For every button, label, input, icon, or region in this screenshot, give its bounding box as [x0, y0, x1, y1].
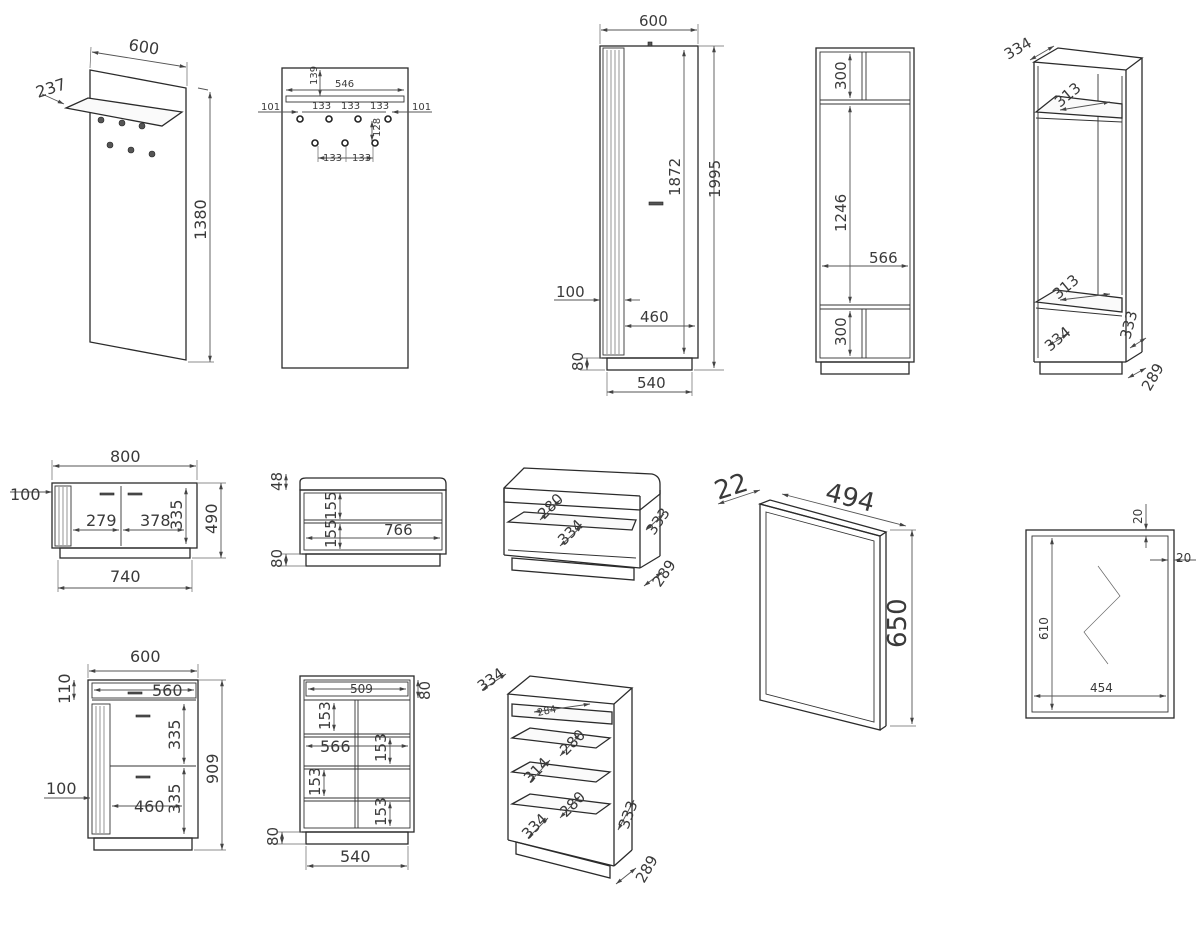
mirror-iso-height-label: 650: [883, 598, 913, 648]
cabinet-section-inner-label: 566: [320, 737, 351, 756]
mirror-iso-thickness-label: 22: [711, 468, 752, 507]
wardrobe-inner-top-label: 300: [832, 61, 850, 90]
cabinet-inner-label: 460: [134, 797, 165, 816]
cabinet-iso-drawer-label: 284: [536, 704, 557, 719]
bench-section-cushion-label: 48: [268, 472, 286, 491]
cabinet-slat-label: 100: [46, 779, 77, 798]
wardrobe-iso-drawing: 334 313 313 333 334 289: [1001, 34, 1168, 394]
wardrobe-plinth-label: 80: [569, 352, 587, 371]
wardrobe-inner-middle-label: 1246: [832, 194, 850, 232]
panel-iso-drawing: 600 237 1380: [33, 35, 214, 363]
cabinet-section-s4-label: 153: [372, 797, 390, 826]
bench-section-bottom-label: 155: [322, 519, 340, 548]
mirror-front-width-label: 454: [1090, 681, 1113, 695]
bench-section-drawing: 48 155 155 766 80: [268, 472, 447, 568]
bench-door-right-label: 378: [140, 511, 171, 530]
mirror-front-side-label: 20: [1176, 551, 1191, 565]
wardrobe-iso-bottom-label: 334: [1041, 323, 1075, 355]
cabinet-iso-shelf1-label: 280: [556, 726, 589, 759]
bench-front-drawing: 800 100 279 378 335 490 740: [10, 447, 226, 592]
wardrobe-iso-plinth-label: 289: [1138, 360, 1168, 394]
cabinet-iso-plinth-label: 289: [632, 852, 662, 886]
wardrobe-inner-width-label: 566: [869, 249, 898, 267]
panel-front-hooks: [296, 115, 392, 147]
wardrobe-inner-bottom-label: 300: [832, 317, 850, 346]
panel-front-top-label: 139: [309, 66, 320, 85]
cabinet-iso-shelf2-label: 314: [520, 754, 553, 787]
panel-front-margin-right-label: 101: [412, 102, 431, 113]
wardrobe-width-label: 600: [639, 12, 668, 30]
bench-height-label: 490: [202, 503, 221, 534]
cabinet-width-label: 600: [130, 647, 161, 666]
panel-front-gap-b-label: 133: [341, 101, 360, 112]
cabinet-section-base-label: 540: [340, 847, 371, 866]
bench-door-left-label: 279: [86, 511, 117, 530]
cabinet-section-drawer-h-label: 80: [416, 681, 434, 700]
cabinet-door-top-label: 335: [165, 719, 184, 750]
cabinet-section-drawer-w-label: 509: [350, 682, 373, 696]
bench-iso-drawing: 280 334 333 289: [503, 467, 680, 591]
mirror-iso-width-label: 494: [822, 478, 877, 519]
bench-width-label: 800: [110, 447, 141, 466]
cabinet-front-drawing: 600 110 560 335 335 909 100 460: [44, 647, 226, 851]
wardrobe-inner-label: 460: [640, 308, 669, 326]
panel-front-gap-bottom-b-label: 133: [352, 153, 371, 164]
panel-iso-width-label: 600: [127, 35, 160, 59]
wardrobe-height-label: 1995: [706, 160, 724, 198]
panel-iso-shelf-label: 237: [33, 74, 68, 102]
cabinet-height-label: 909: [203, 753, 222, 784]
bench-section-top-label: 155: [322, 491, 340, 520]
cabinet-section-plinth-label: 80: [264, 827, 282, 846]
panel-front-gap-c-label: 133: [370, 101, 389, 112]
panel-front-margin-left-label: 101: [261, 102, 280, 113]
cabinet-iso-bottom-label: 334: [518, 810, 551, 843]
wardrobe-door-height-label: 1872: [666, 158, 684, 196]
cabinet-section-s3-label: 153: [306, 767, 324, 796]
cabinet-iso-side-label: 333: [615, 798, 642, 831]
wardrobe-front-drawing: 600 1872 1995 100 460 80 540: [554, 12, 724, 396]
cabinet-drawer-w-label: 560: [152, 681, 183, 700]
bench-door-height-label: 335: [167, 499, 186, 530]
cabinet-section-s1-label: 153: [316, 701, 334, 730]
cabinet-drawer-h-label: 110: [55, 673, 74, 704]
cabinet-section-drawing: 509 80 153 566 153 153 153 80 540: [264, 675, 434, 870]
cabinet-section-s2-label: 153: [372, 733, 390, 762]
bench-iso-plinth-label: 289: [649, 557, 680, 591]
wardrobe-inner-drawing: 300 1246 566 300: [815, 47, 915, 375]
panel-front-gap-a-label: 133: [312, 101, 331, 112]
panel-front-gap-bottom-label: 133: [323, 153, 342, 164]
panel-iso-hooks: [97, 116, 156, 158]
panel-front-drawing: 139 546 101 133 133 133 101 128 133 133: [258, 66, 432, 369]
mirror-front-drawing: 20 20 610 454: [1025, 504, 1196, 719]
wardrobe-slat-label: 100: [556, 283, 585, 301]
cabinet-door-bottom-label: 335: [165, 783, 184, 814]
mirror-front-height-label: 610: [1037, 617, 1051, 640]
panel-iso-height-label: 1380: [191, 199, 210, 240]
cabinet-iso-depth-label: 334: [474, 664, 508, 695]
bench-section-plinth-label: 80: [268, 549, 286, 568]
panel-front-shelf-label: 546: [335, 79, 354, 90]
mirror-front-top-label: 20: [1131, 509, 1145, 524]
cabinet-iso-drawing: 334 284 280 314 280 333 334 289: [474, 664, 662, 886]
wardrobe-iso-side-label: 333: [1116, 309, 1141, 341]
wardrobe-iso-depth-label: 334: [1001, 34, 1035, 64]
bench-base-label: 740: [110, 567, 141, 586]
bench-slat-label: 100: [10, 485, 41, 504]
wardrobe-base-label: 540: [637, 374, 666, 392]
cabinet-iso-shelf3-label: 280: [556, 788, 589, 821]
mirror-iso-drawing: 22 494 650: [711, 468, 916, 731]
panel-front-row-gap-label: 128: [372, 118, 383, 137]
bench-iso-side-label: 333: [643, 505, 674, 539]
bench-section-width-label: 766: [384, 521, 413, 539]
